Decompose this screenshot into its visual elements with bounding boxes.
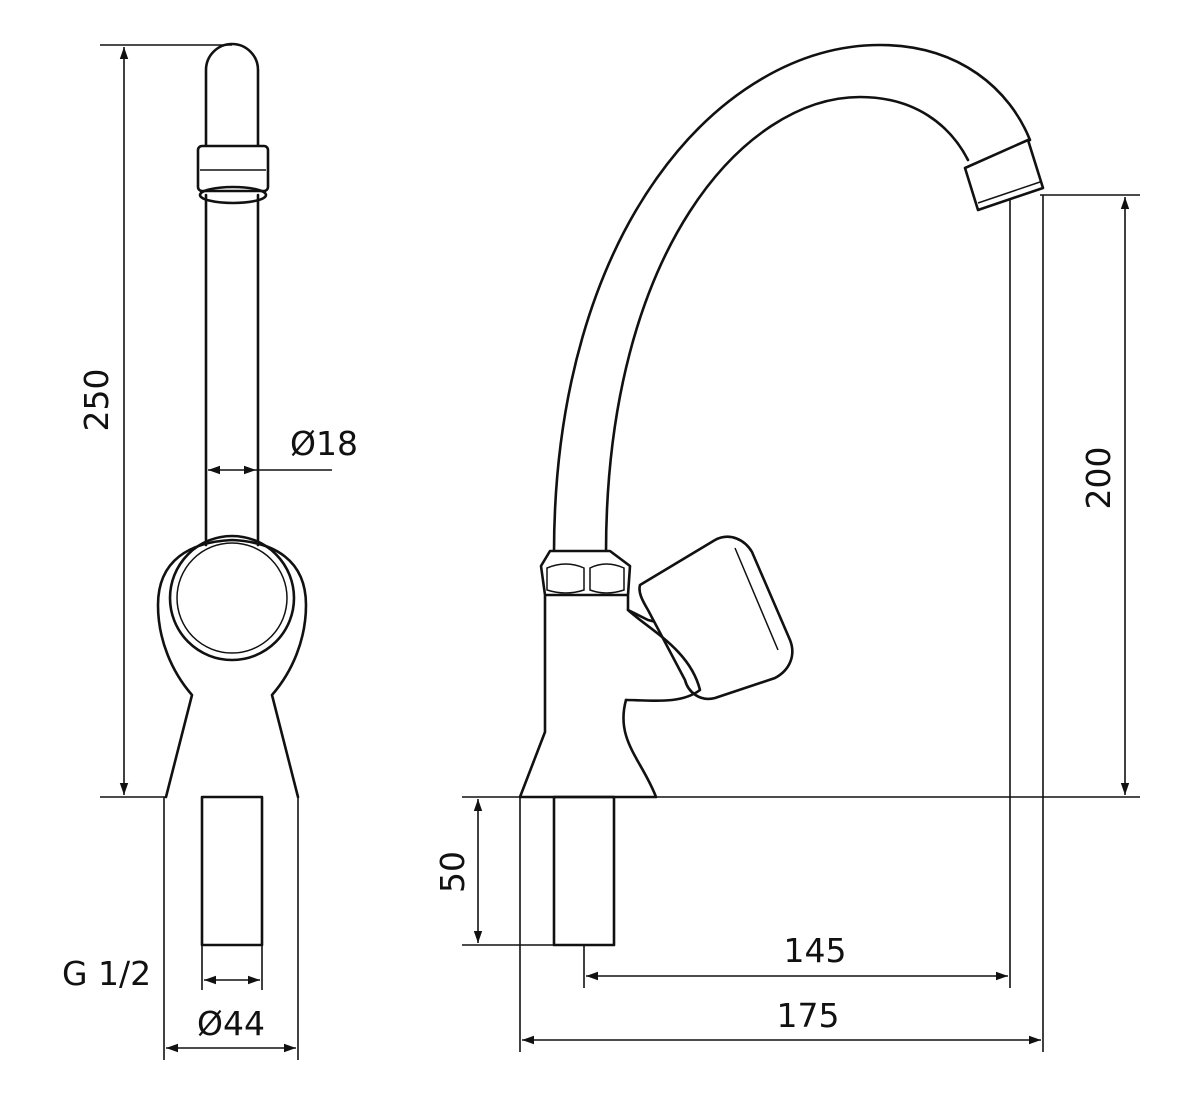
side-nut <box>539 549 632 597</box>
side-aerator <box>963 138 1045 212</box>
side-spout-outer <box>552 43 1032 555</box>
side-view <box>518 43 1045 947</box>
front-handle-inner <box>176 542 288 654</box>
dim-label-50: 50 <box>433 851 472 893</box>
dim-label-thread: G 1/2 <box>62 954 151 993</box>
dim-label-175: 175 <box>777 996 840 1035</box>
dim-label-200: 200 <box>1079 447 1118 510</box>
side-handle <box>638 535 794 701</box>
dim-label-d18: Ø18 <box>290 424 358 463</box>
front-body <box>156 538 308 799</box>
side-handle-neck <box>624 608 702 703</box>
front-aerator-opening <box>198 185 268 205</box>
side-body <box>518 594 670 799</box>
front-handle-outer <box>168 534 296 662</box>
front-view <box>156 42 308 947</box>
front-dimensions: 250 Ø18 G 1/2 Ø44 <box>62 44 358 1060</box>
side-dimensions: 200 50 145 175 <box>433 194 1140 1052</box>
front-shank <box>200 795 264 947</box>
side-shank <box>552 795 616 947</box>
front-aerator <box>196 144 270 193</box>
dim-label-250: 250 <box>77 369 116 432</box>
front-pipe <box>204 42 260 547</box>
dim-label-d44: Ø44 <box>197 1004 265 1043</box>
side-spout-inner <box>604 95 970 555</box>
dim-label-145: 145 <box>784 931 847 970</box>
